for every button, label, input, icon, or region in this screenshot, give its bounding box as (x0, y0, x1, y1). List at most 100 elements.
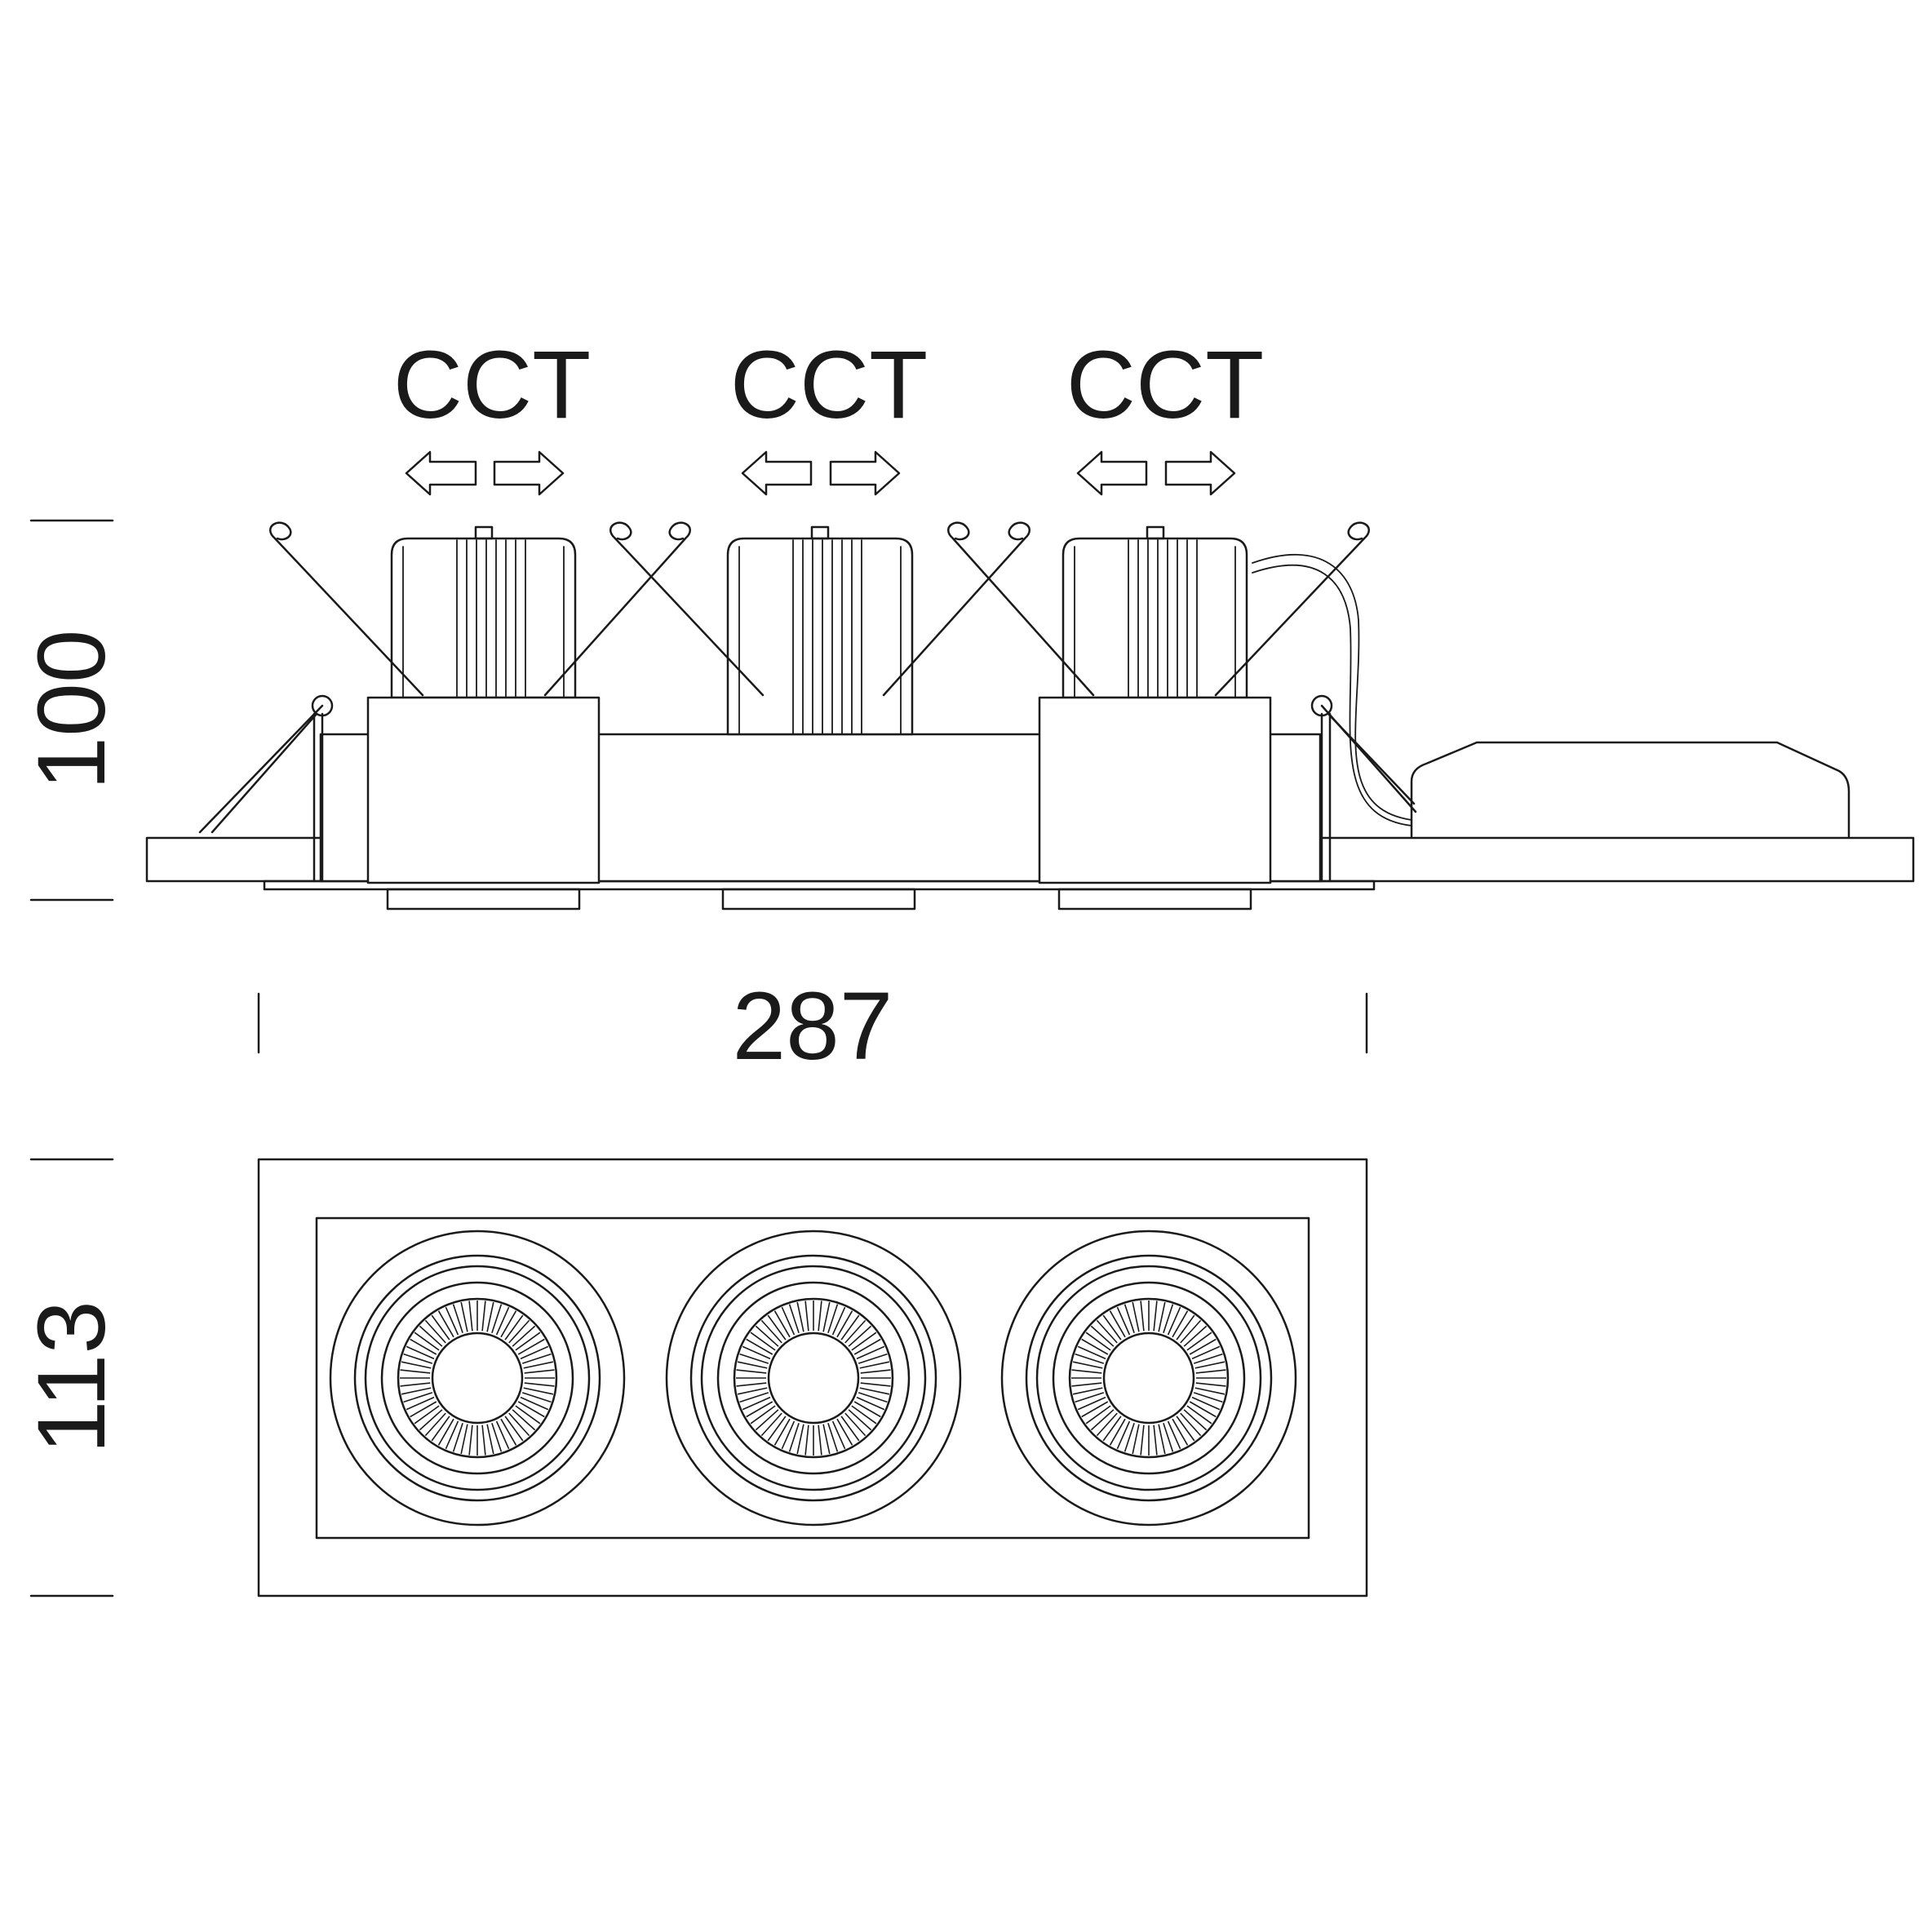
reflector-fin (755, 1409, 779, 1431)
reflector-fin (822, 1301, 831, 1332)
reflector-fin (804, 1425, 809, 1456)
reflector-fin (468, 1425, 473, 1456)
lens-bottom-1 (386, 888, 581, 911)
cct-label-1: CCT (393, 331, 592, 439)
reflector-fin (500, 1418, 517, 1446)
reflector-fin (520, 1345, 549, 1360)
lens-center (767, 1332, 860, 1425)
reflector-fin (452, 1422, 463, 1452)
reflector-fin (517, 1338, 545, 1355)
reflector-fin (844, 1412, 866, 1437)
led-module-2 (609, 521, 1030, 736)
reflector-fin (1081, 1401, 1109, 1418)
front-view (257, 1158, 1368, 1597)
reflector-fin (491, 1422, 503, 1452)
reflector-fin (403, 1353, 433, 1364)
reflector-fin (524, 1369, 555, 1374)
reflector-fin (1102, 1416, 1122, 1442)
reflector-fin (736, 1382, 767, 1387)
cct-box-3 (1038, 696, 1272, 884)
reflector-fin (1140, 1425, 1145, 1456)
reflector-fin (1195, 1369, 1226, 1374)
reflector-fin (521, 1392, 552, 1403)
reflector-fin (495, 1420, 510, 1450)
reflector-fin (437, 1310, 454, 1338)
reflector-fin (400, 1369, 431, 1374)
reflector-fin (508, 1412, 530, 1437)
lens-ring-3 (1035, 1265, 1262, 1491)
reflector-fin (523, 1361, 554, 1369)
reflector-fin (827, 1422, 839, 1452)
reflector-fin (737, 1387, 768, 1395)
reflector-fin (523, 1387, 554, 1395)
reflector-fin (1195, 1382, 1226, 1387)
reflector-fin (406, 1396, 435, 1411)
driver-box (1410, 741, 1850, 838)
reflector-fin (1176, 1416, 1195, 1442)
reflector-fin (445, 1420, 459, 1450)
lens-head-3 (1000, 1230, 1297, 1527)
cct-label-2: CCT (730, 331, 929, 439)
reflector-fin (831, 1306, 846, 1336)
reflector-fin (445, 1306, 459, 1336)
reflector-fin (486, 1424, 494, 1455)
reflector-fin (742, 1396, 771, 1411)
reflector-fin (781, 1306, 796, 1336)
reflector-fin (495, 1306, 510, 1336)
reflector-fin (736, 1369, 767, 1374)
driver-cable (1252, 554, 1412, 821)
reflector-fin (1109, 1418, 1126, 1446)
reflector-fin (410, 1401, 437, 1418)
reflector-fin (1191, 1396, 1221, 1411)
reflector-fin (424, 1319, 446, 1344)
reflector-fin (401, 1361, 432, 1369)
reflector-fin (410, 1338, 437, 1355)
reflector-fin (796, 1301, 804, 1332)
reflector-fin (403, 1392, 433, 1403)
lens-ring-4 (380, 1281, 574, 1475)
reflector-fin (521, 1353, 552, 1364)
cct-box-1 (366, 696, 601, 884)
cct-label-3: CCT (1066, 331, 1265, 439)
reflector-fin (1180, 1319, 1202, 1344)
reflector-fin (788, 1304, 800, 1334)
reflector-fin (860, 1382, 891, 1387)
lens-group (329, 1230, 1297, 1527)
reflector-fin (1158, 1424, 1166, 1455)
reflector-fin (1186, 1405, 1212, 1425)
reflector-fin (1071, 1369, 1102, 1374)
reflector-fin (750, 1332, 776, 1351)
reflector-fin (491, 1304, 503, 1334)
cct-arrows-3 (1076, 450, 1236, 496)
reflector-fin (1176, 1314, 1195, 1340)
reflector-fin (520, 1396, 549, 1411)
reflector-fin (746, 1401, 773, 1418)
arrow-left-icon (1076, 450, 1148, 496)
outer-trim (257, 1158, 1368, 1597)
cct-arrows-1 (405, 450, 565, 496)
reflector-fin (818, 1301, 822, 1332)
reflector-fin (1153, 1301, 1158, 1332)
reflector-fin (504, 1314, 524, 1340)
reflector-fin (481, 1425, 486, 1456)
dimension-height: 100 (18, 519, 126, 902)
lens-bottom-2 (721, 888, 916, 911)
reflector-fin (1140, 1301, 1145, 1332)
reflector-fin (1167, 1420, 1181, 1450)
reflector-fin (481, 1301, 486, 1332)
reflector-fin (512, 1325, 536, 1347)
reflector-fin (851, 1332, 877, 1351)
reflector-fin (414, 1332, 440, 1351)
spring-clip-right (1310, 694, 1417, 883)
reflector-fin (401, 1387, 432, 1395)
reflector-fin (1085, 1332, 1111, 1351)
reflector-fin (419, 1325, 443, 1347)
lens-ring-2 (353, 1254, 601, 1502)
cct-arrows-2 (741, 450, 901, 496)
reflector-fin (1193, 1392, 1223, 1403)
reflector-fin (460, 1424, 468, 1455)
reflector-fin (515, 1405, 541, 1425)
reflector-fin (406, 1345, 435, 1360)
reflector-fin (760, 1319, 782, 1344)
